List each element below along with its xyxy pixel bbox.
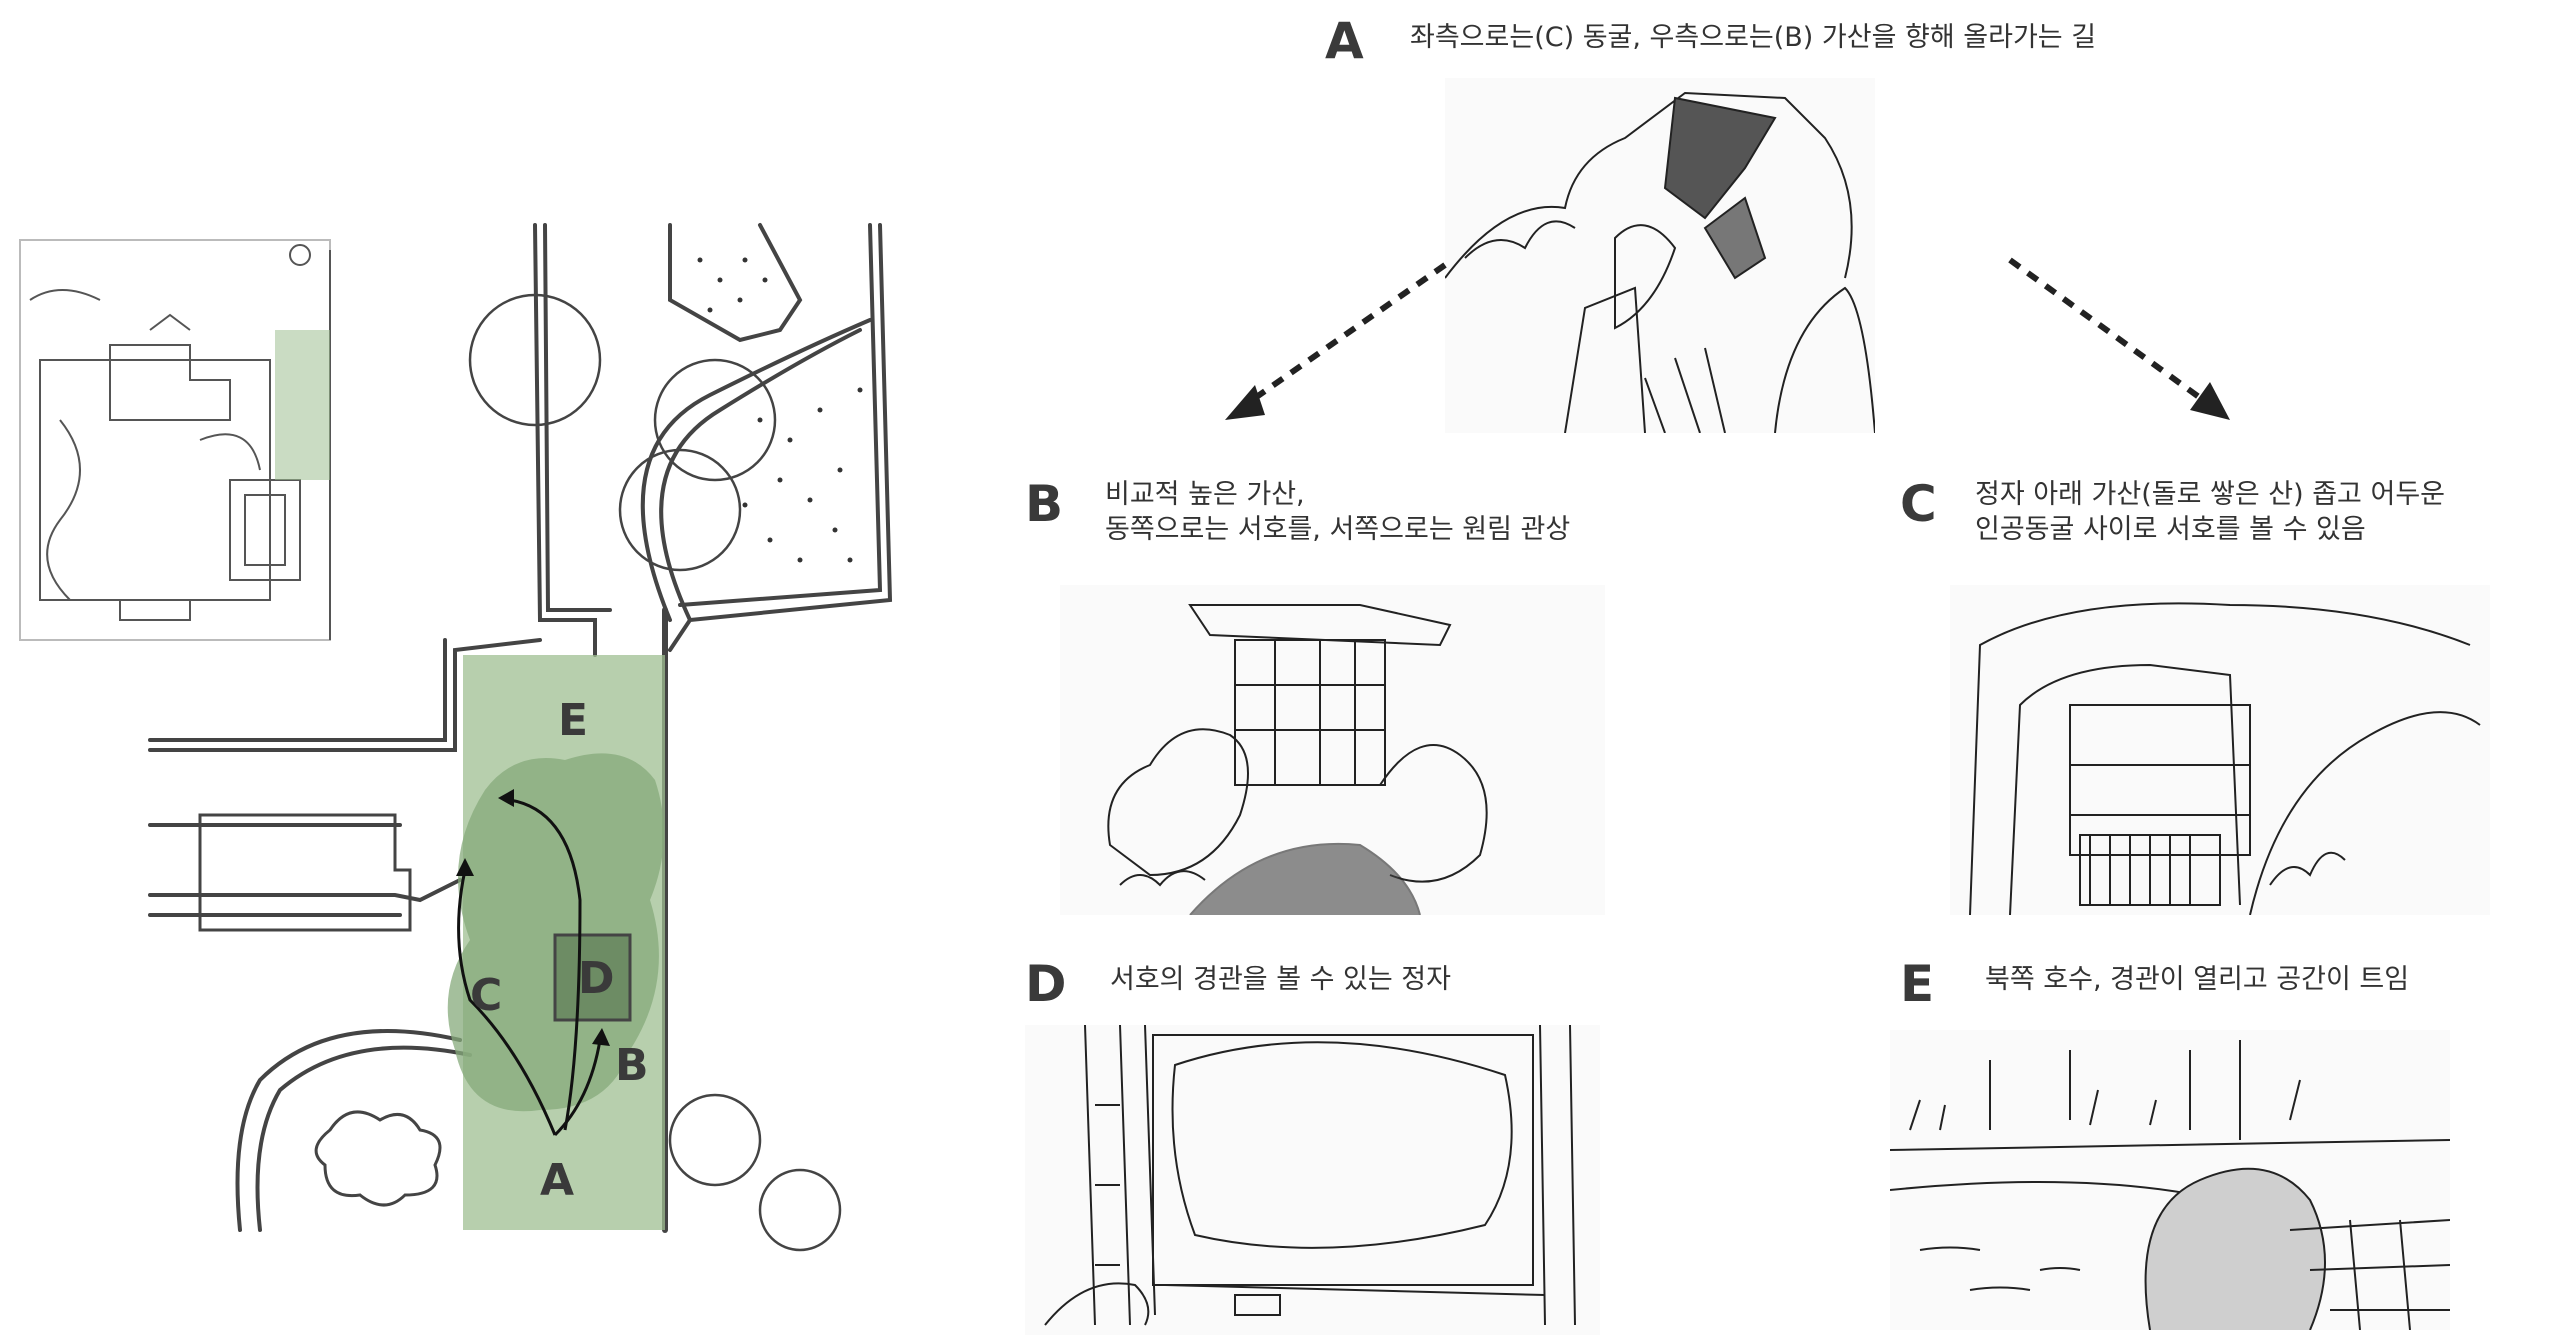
map-label-d: D — [578, 953, 615, 1004]
panel-b-caption-line1: 비교적 높은 가산, — [1105, 479, 1305, 510]
panel-e-caption: 북쪽 호수, 경관이 열리고 공간이 트임 — [1985, 964, 2410, 995]
plan-rock — [314, 1110, 442, 1207]
panel-c-caption-line2: 인공동굴 사이로 서호를 볼 수 있음 — [1975, 514, 2366, 545]
site-plan: E C D B A — [19, 223, 893, 1252]
panel-d-caption: 서호의 경관을 볼 수 있는 정자 — [1110, 964, 1451, 995]
plan-walls — [148, 223, 893, 1233]
panel-b-caption-line2: 동쪽으로는 서호를, 서쪽으로는 원림 관상 — [1105, 514, 1571, 545]
panel-a-letter: A — [1325, 12, 1364, 70]
panel-a-caption: 좌측으로는(C) 동굴, 우측으로는(B) 가산을 향해 올라가는 길 — [1410, 22, 2097, 53]
panel-a-sketch — [1445, 78, 1875, 433]
plan-arrowheads — [456, 789, 610, 1046]
inset-highlight — [275, 330, 330, 480]
map-label-e: E — [558, 695, 588, 746]
map-label-a: A — [540, 1155, 574, 1206]
dotted-arrow-down-right-icon — [2008, 257, 2230, 420]
panel-c-letter: C — [1900, 475, 1937, 533]
panel-b-sketch — [1060, 585, 1605, 915]
plan-trees — [468, 293, 842, 1252]
plan-water-dots — [697, 257, 863, 563]
panel-d-sketch — [1025, 1025, 1600, 1335]
map-label-c: C — [470, 970, 502, 1021]
panel-b-letter: B — [1025, 475, 1064, 533]
panel-c-sketch — [1950, 585, 2490, 915]
plan-rockery — [447, 753, 664, 1112]
plan-route-arrows — [457, 798, 602, 1137]
plan-pavilion — [553, 933, 632, 1022]
panel-d-letter: D — [1025, 955, 1067, 1013]
panel-c-caption-line1: 정자 아래 가산(돌로 쌓은 산) 좁고 어두운 — [1975, 479, 2446, 510]
map-label-b: B — [615, 1040, 649, 1091]
panel-e-letter: E — [1900, 955, 1935, 1013]
dotted-arrow-down-left-icon — [1225, 262, 1447, 420]
panel-e-sketch — [1890, 1030, 2450, 1330]
